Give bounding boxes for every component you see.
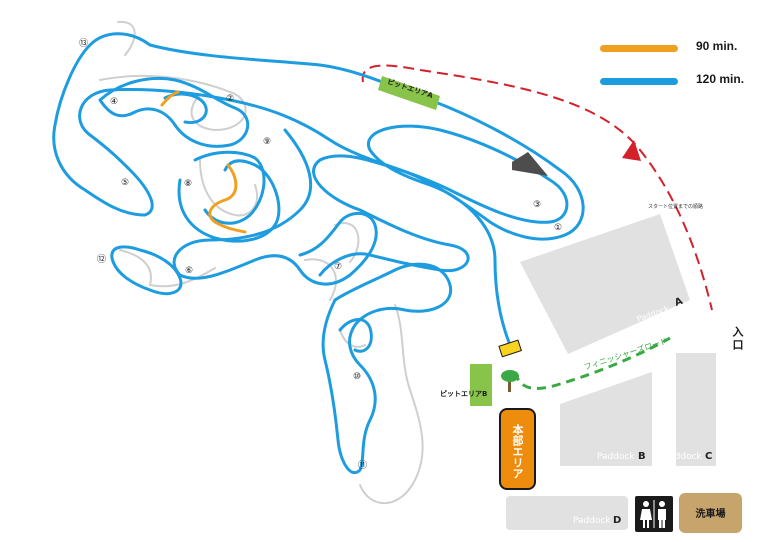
old-track-lines xyxy=(99,20,424,505)
pit-area-a: ピットエリアA xyxy=(378,76,440,110)
paddock-a xyxy=(520,214,690,354)
hq-area-label: 本部エリア xyxy=(511,424,524,479)
marker-5: ⑤ xyxy=(121,178,129,188)
paddock-b-letter: B xyxy=(638,451,646,462)
restroom-figures xyxy=(640,500,666,528)
marker-12: ⑫ xyxy=(97,254,106,265)
car-wash: 洗車場 xyxy=(679,493,742,533)
marker-13: ⑬ xyxy=(79,38,88,49)
marker-2: ② xyxy=(226,94,234,104)
hq-area: 本部エリア xyxy=(499,408,536,490)
paddock-c-letter: C xyxy=(705,451,713,462)
legend-120min-label: 120 min. xyxy=(696,72,745,86)
marker-8: ⑧ xyxy=(184,179,192,189)
route-arrow-icon xyxy=(622,140,641,161)
restroom-icon xyxy=(635,496,673,532)
legend-120min-swatch xyxy=(600,78,678,85)
paddock-b-word: Paddock xyxy=(597,452,635,462)
track-120min xyxy=(52,32,585,474)
tree-icon xyxy=(501,370,519,392)
marker-1: ① xyxy=(554,223,562,233)
start-flag-icon xyxy=(512,152,548,176)
marker-9: ⑨ xyxy=(263,137,271,147)
legend-120min: 120 min. xyxy=(600,71,760,91)
pit-area-b xyxy=(470,364,492,406)
entrance-label: 入口 xyxy=(731,326,744,352)
marker-7: ⑦ xyxy=(334,262,342,272)
legend-90min-label: 90 min. xyxy=(696,39,738,53)
marker-6: ⑥ xyxy=(185,266,193,276)
track-90min xyxy=(160,90,247,234)
marker-10: ⑩ xyxy=(353,372,361,382)
finish-flag-icon xyxy=(498,339,522,358)
pit-area-b-label: ピットエリアB xyxy=(440,390,488,398)
route-note: スタート位置までの順路 xyxy=(648,204,704,210)
paddock-a-letter: A xyxy=(673,296,684,309)
corner-markers: ⑬ ④ ② ⑨ ⑤ ⑧ ⑥ ⑫ ⑦ ⑩ ⑪ ③ ① xyxy=(79,38,562,471)
car-wash-label: 洗車場 xyxy=(695,509,726,520)
paddock-c-word: Paddock xyxy=(664,452,702,462)
paddock-b xyxy=(560,372,652,466)
paddock-d-letter: D xyxy=(613,515,622,526)
route-to-start xyxy=(361,64,713,311)
paddock-c xyxy=(676,353,716,466)
legend-90min-swatch xyxy=(600,45,678,52)
legend-90min: 90 min. xyxy=(600,38,760,58)
paddock-d-word: Paddock xyxy=(573,516,611,526)
paddock-d xyxy=(506,496,628,530)
marker-3: ③ xyxy=(533,200,541,210)
marker-4: ④ xyxy=(110,97,118,107)
finisher-road xyxy=(513,336,671,390)
marker-11: ⑪ xyxy=(358,460,367,471)
